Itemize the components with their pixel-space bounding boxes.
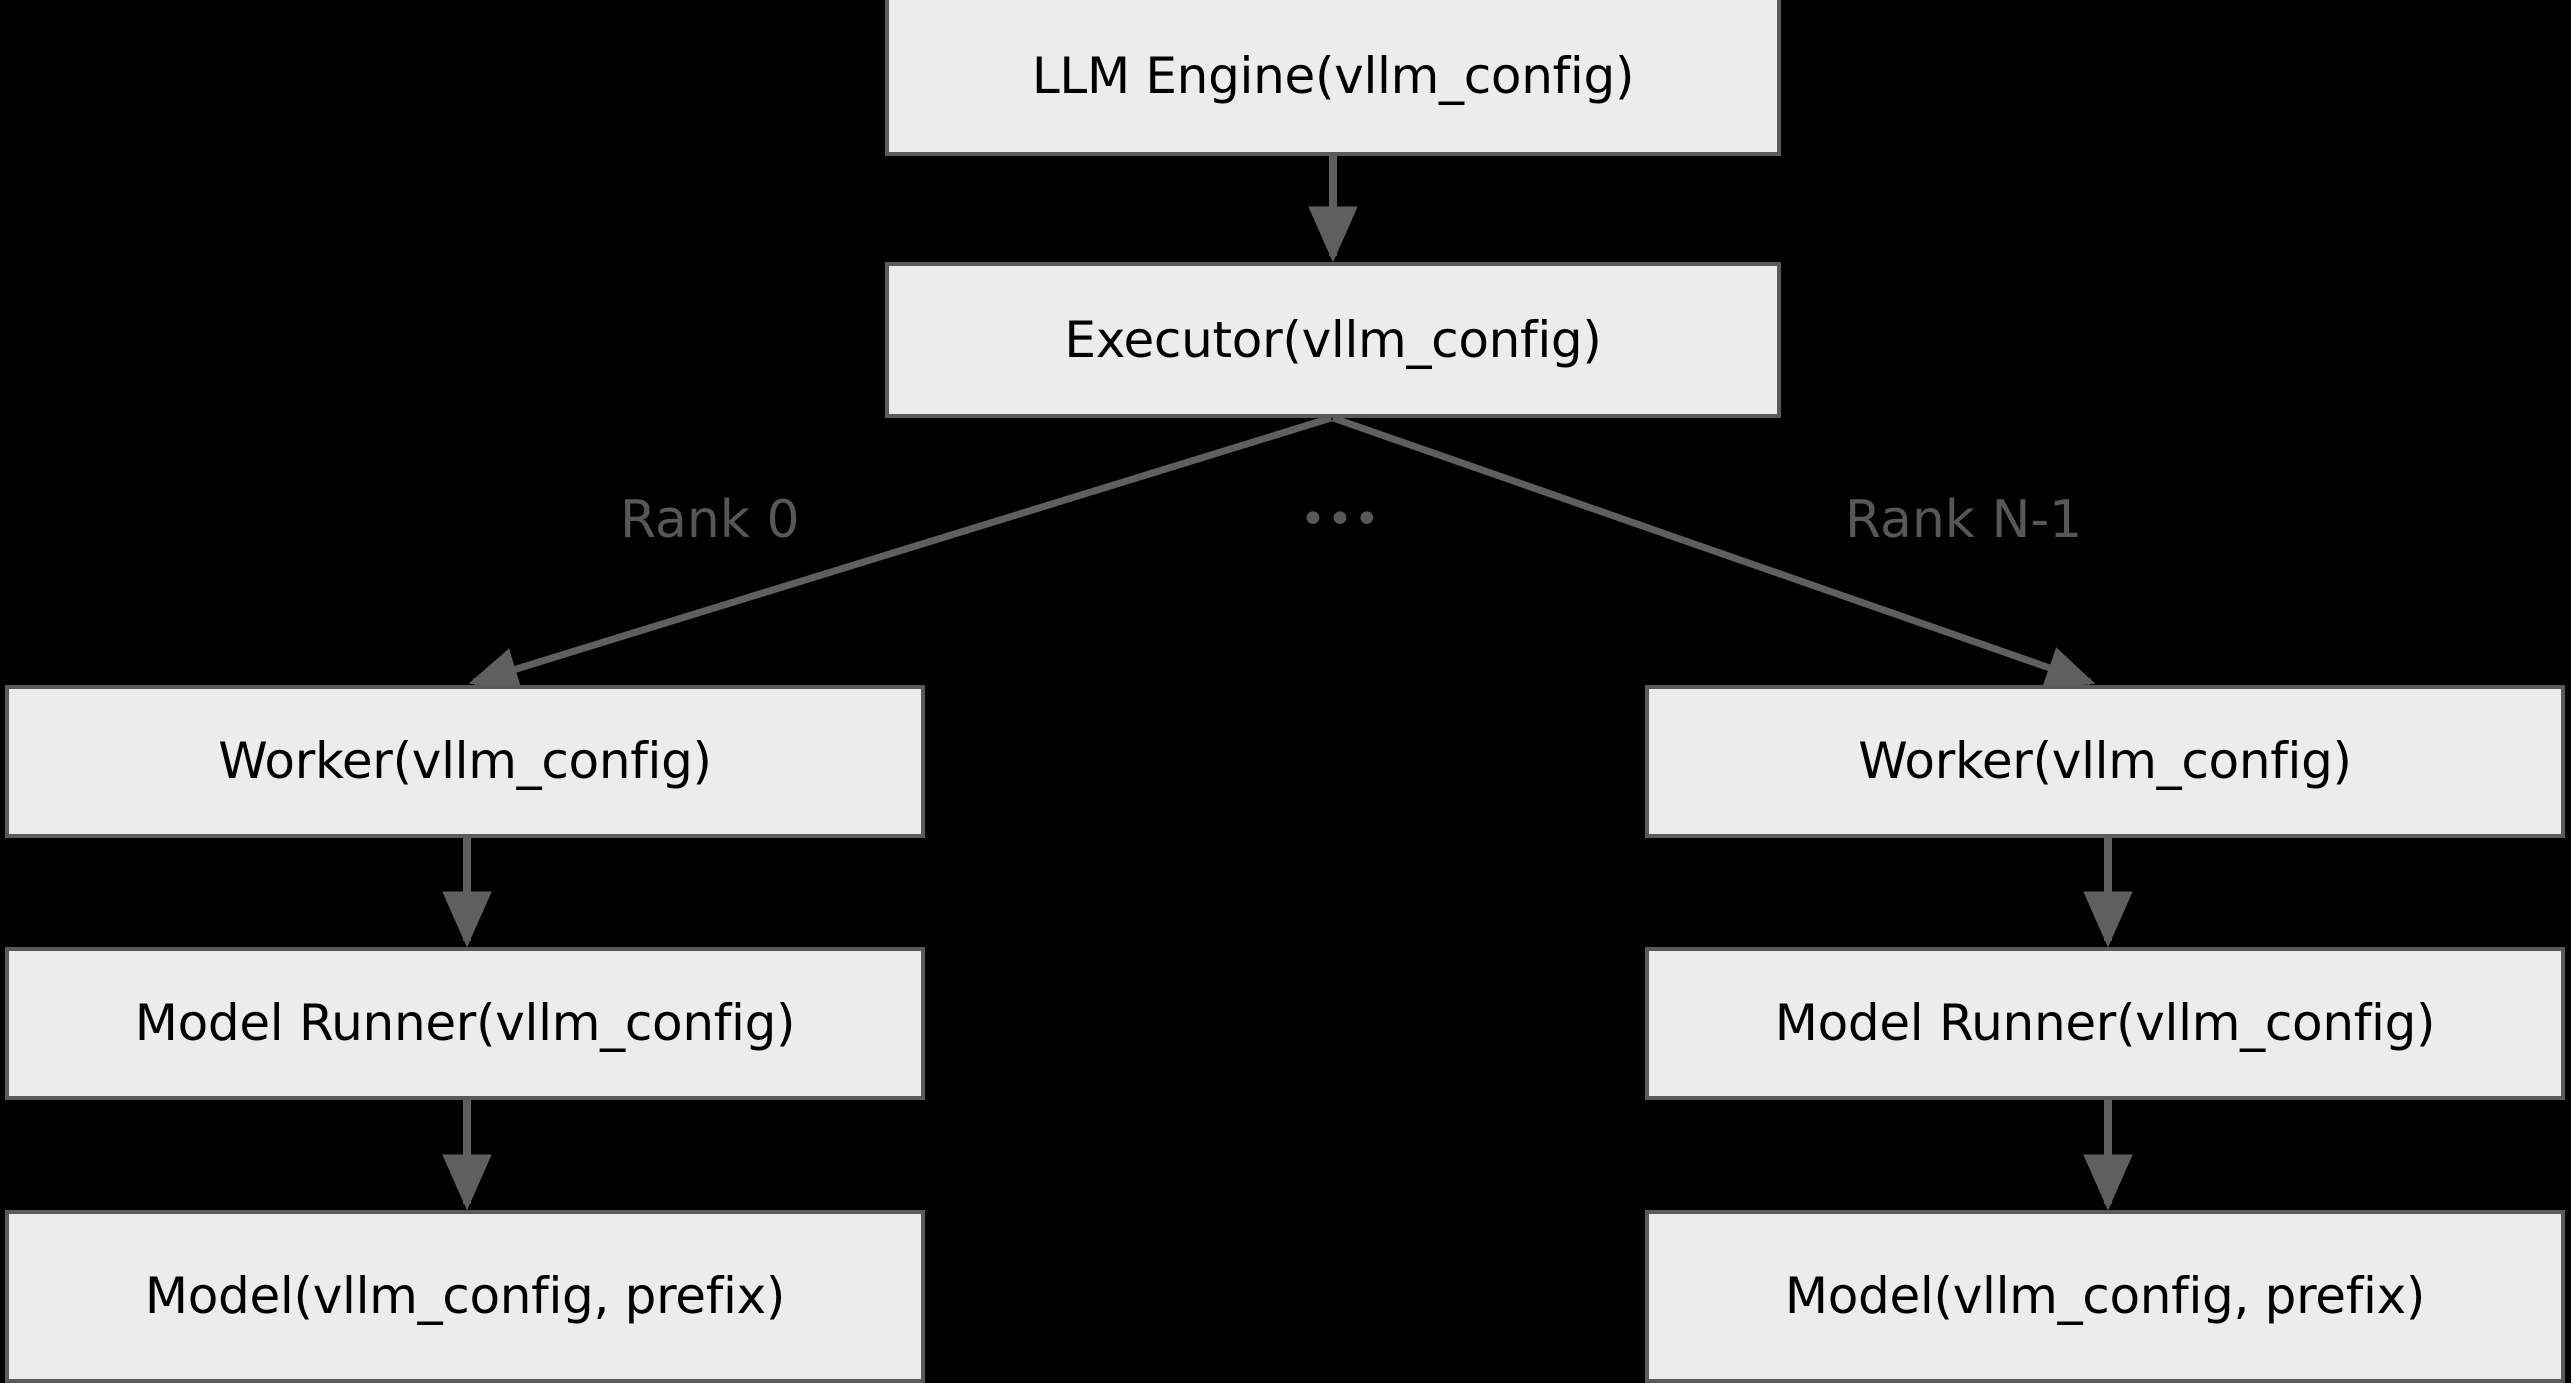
node-model-runner-rank0[interactable]: Model Runner(vllm_config) [5,947,925,1100]
node-model-rank0-label: Model(vllm_config, prefix) [144,1267,786,1326]
node-model-rank0[interactable]: Model(vllm_config, prefix) [5,1210,925,1383]
node-model-runner-rank0-label: Model Runner(vllm_config) [134,994,796,1053]
node-worker-rankn[interactable]: Worker(vllm_config) [1645,685,2565,838]
edge-executor-to-worker-rank0 [468,414,1333,690]
node-model-rankn[interactable]: Model(vllm_config, prefix) [1645,1210,2565,1383]
node-worker-rankn-label: Worker(vllm_config) [1858,732,2352,791]
node-executor-label: Executor(vllm_config) [1064,310,1602,369]
node-executor[interactable]: Executor(vllm_config) [885,262,1781,418]
node-llm-engine-label: LLM Engine(vllm_config) [1031,46,1635,105]
node-worker-rank0-label: Worker(vllm_config) [218,732,712,791]
node-worker-rank0[interactable]: Worker(vllm_config) [5,685,925,838]
node-model-runner-rankn-label: Model Runner(vllm_config) [1774,994,2436,1053]
edge-label-rank-n-minus-1: Rank N-1 [1845,490,2083,550]
node-model-runner-rankn[interactable]: Model Runner(vllm_config) [1645,947,2565,1100]
edge-label-ellipsis: ••• [1300,494,1381,545]
node-model-rankn-label: Model(vllm_config, prefix) [1784,1267,2426,1326]
edge-executor-to-worker-rankn [1331,414,2096,689]
node-llm-engine[interactable]: LLM Engine(vllm_config) [885,0,1781,156]
edge-label-rank-0: Rank 0 [620,490,800,550]
